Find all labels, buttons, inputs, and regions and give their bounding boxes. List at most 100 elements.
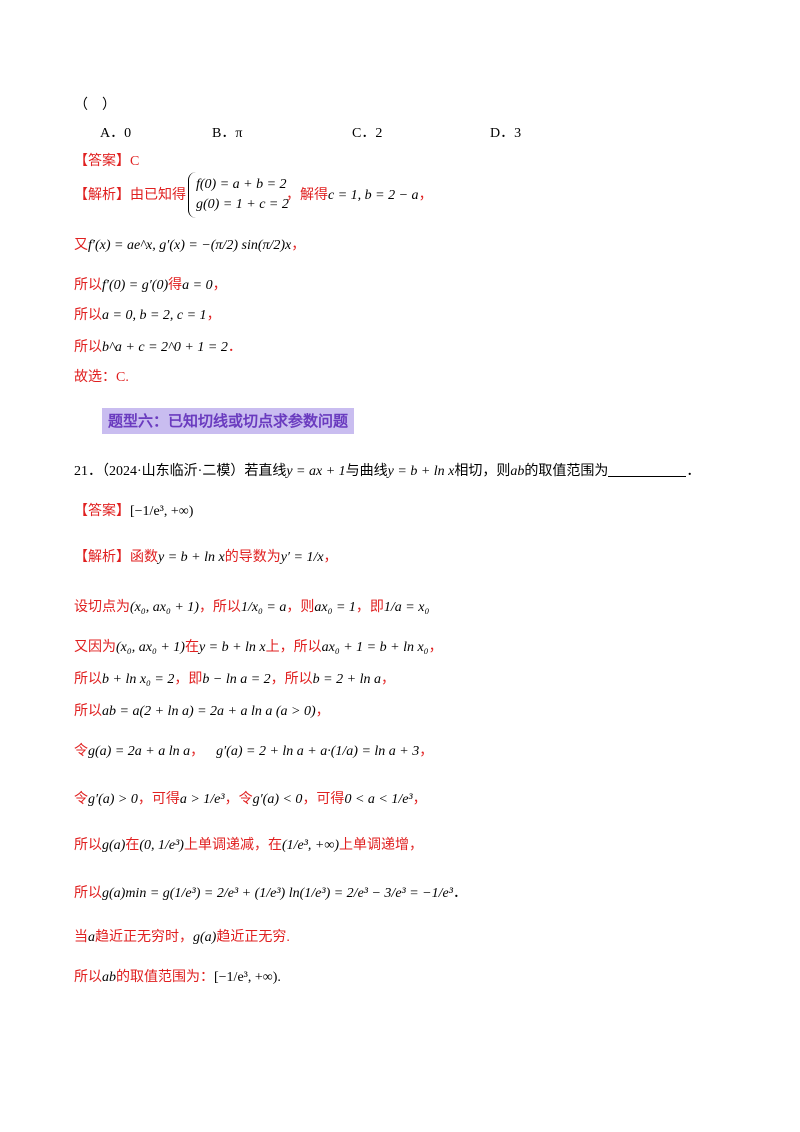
solution-text: 又因为 [74,640,116,655]
math-expression: y = b + ln x [387,464,455,479]
solution-text: ，所以 [270,672,313,687]
solution-text: 所以 [74,838,102,853]
math-expression: a [88,930,95,945]
solution-21-line7: 令g′(a) > 0，可得a > 1/e³，令g′(a) < 0，可得0 < a… [74,790,427,810]
math-expression: 1/a = x₀ [383,600,430,615]
options-row: A．0 B．π C．2 D．3 [0,124,800,144]
solution-text: ， [419,744,434,759]
solution-text: 又 [74,238,88,253]
math-expression: (0, 1/e³) [139,838,184,853]
solution-tag: 【解析】 [74,550,130,565]
solution-text: 的取值范围为： [116,970,214,985]
solution-text: 上单调递增， [339,838,424,853]
solution-20-line1: 【解析】由已知得 [74,186,186,206]
solution-21-line8: 所以g(a)在(0, 1/e³)上单调递减，在(1/e³, +∞)上单调递增， [74,836,423,856]
solution-text: 由已知得 [130,188,186,203]
math-expression: f′(x) = ae^x, g′(x) = −(π/2) sin(π/2)x [88,238,292,253]
solution-text: 所以 [74,278,102,293]
math-expression: g(a)min = g(1/e³) = 2/e³ + (1/e³) ln(1/e… [102,886,453,901]
math-expression: ab [510,464,525,479]
math-expression: ab [102,970,116,985]
solution-text: 上单调递减，在 [183,838,282,853]
solution-text: 令 [74,792,88,807]
math-expression: y = ax + 1 [286,464,346,479]
math-expression: g(a) [102,838,126,853]
solution-text: ， [212,278,227,293]
solution-text: ． [452,886,467,901]
solution-20-line1-rest: ，解得c = 1, b = 2 − a， [286,186,433,206]
math-expression: g′(a) < 0 [252,792,303,807]
math-expression: f′(0) = g′(0) [102,278,169,293]
question-21: 21．（2024·山东临沂·二模）若直线y = ax + 1与曲线y = b +… [74,462,700,482]
math-expression: y = b + ln x [158,550,225,565]
math-expression: ab = a(2 + ln a) = 2a + a ln a (a > 0) [102,704,316,719]
solution-text: 函数 [130,550,158,565]
solution-20-line2: 又f′(x) = ae^x, g′(x) = −(π/2) sin(π/2)x， [74,236,305,256]
answer-tag: 【答案】 [74,154,130,169]
solution-20-line3: 所以f′(0) = g′(0)得a = 0， [74,276,227,296]
option-a: A．0 [100,126,132,141]
solution-21-line2: 设切点为(x₀, ax₀ + 1)，所以1/x₀ = a，则ax₀ = 1，即1… [74,598,429,618]
answer-value: C [130,154,140,169]
solution-text: 上，所以 [265,640,322,655]
solution-text: 所以 [74,672,102,687]
math-expression: (1/e³, +∞) [281,838,340,853]
solution-text: ， [315,704,330,719]
solution-text: ， [412,792,427,807]
solution-text: 得 [168,278,183,293]
option-c: C．2 [352,126,383,141]
solution-text: 趋近正无穷时， [95,930,193,945]
solution-text: ，即 [174,672,203,687]
answer-20: 【答案】C [74,152,139,172]
solution-21-line9: 所以g(a)min = g(1/e³) = 2/e³ + (1/e³) ln(1… [74,884,467,904]
math-expression: b = 2 + ln a [312,672,381,687]
solution-21-line10: 当a趋近正无穷时，g(a)趋近正无穷. [74,928,290,948]
math-expression: g(a) [193,930,217,945]
solution-tag: 【解析】 [74,188,130,203]
math-expression: b^a + c = 2^0 + 1 = 2 [102,340,228,355]
solution-20-conclusion: 故选：C. [74,370,129,385]
solution-text: ，解得 [286,188,328,203]
math-expression: b − ln a = 2 [202,672,271,687]
solution-text: 在 [125,838,140,853]
solution-21-line4: 所以b + ln x₀ = 2，即b − ln a = 2，所以b = 2 + … [74,670,395,690]
solution-text: ， [190,744,205,759]
solution-text: ， [418,188,433,203]
math-expression: g(a) = 2a + a ln a [88,744,191,759]
math-expression: c = 1, b = 2 − a [328,188,419,203]
solution-text: 所以 [74,970,102,985]
solution-text: 令 [74,744,88,759]
option-b: B．π [212,126,243,141]
solution-text: 的导数为 [224,550,281,565]
solution-text: . [277,970,281,985]
solution-text: 所以 [74,308,102,323]
solution-21-line1: 【解析】函数y = b + ln x的导数为y′ = 1/x， [74,548,338,568]
question-text: 相切，则 [454,464,511,479]
math-expression: g′(a) = 2 + ln a + a·(1/a) = ln a + 3 [216,744,420,759]
solution-text: 趋近正无穷. [216,930,290,945]
question-text: 的取值范围为 [524,464,609,479]
math-expression: (x₀, ax₀ + 1) [130,600,199,615]
system-eq-2: g(0) = 1 + c = 2 [196,197,289,212]
solution-text: 所以 [74,704,102,719]
math-expression: ax₀ + 1 = b + ln x₀ [321,640,429,655]
solution-text: 所以 [74,886,102,901]
math-expression: y′ = 1/x [280,550,324,565]
answer-blank [608,462,687,477]
math-expression: [−1/e³, +∞) [214,970,278,985]
solution-text: ， [291,238,306,253]
solution-text: ，可得 [137,792,180,807]
math-expression: a = 0 [182,278,213,293]
solution-20-line4: 所以a = 0, b = 2, c = 1， [74,306,221,326]
math-expression: 0 < a < 1/e³ [344,792,413,807]
section-title: 题型六：已知切线或切点求参数问题 [102,408,355,434]
question-text: 与曲线 [345,464,388,479]
solution-21-line11: 所以ab的取值范围为：[−1/e³, +∞). [74,968,281,988]
answer-tag: 【答案】 [74,504,130,519]
solution-text: ，即 [355,600,384,615]
question-bracket: （ ） [74,98,116,113]
math-expression: (x₀, ax₀ + 1) [116,640,185,655]
system-brace [188,172,279,218]
question-text: 若直线 [244,464,287,479]
option-d: D．3 [490,126,522,141]
